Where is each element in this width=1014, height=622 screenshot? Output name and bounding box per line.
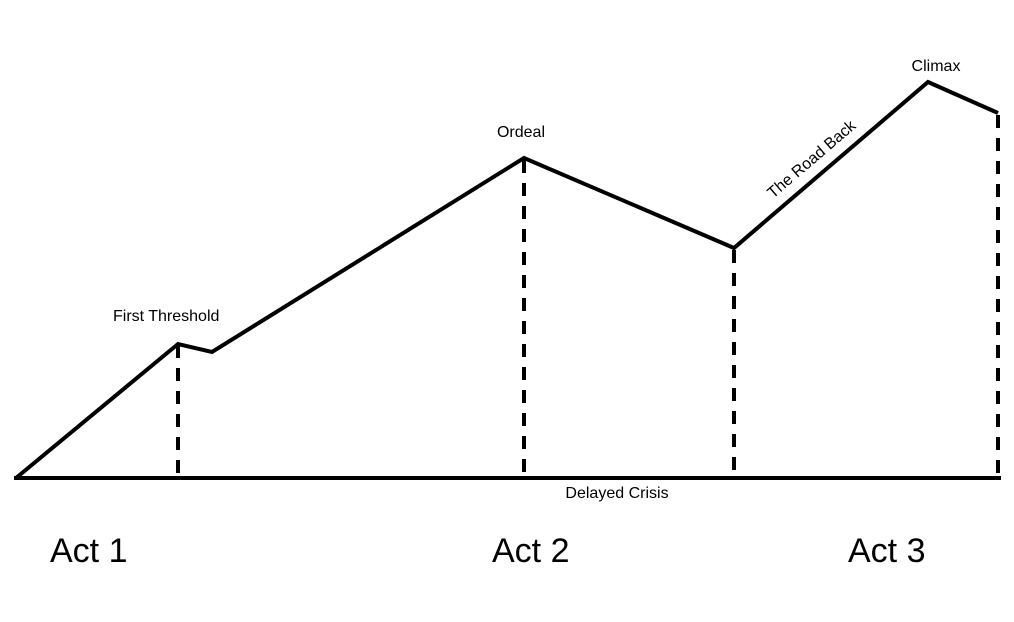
act-2-label: Act 2 <box>492 532 569 570</box>
first-threshold-label: First Threshold <box>113 308 219 325</box>
climax-label: Climax <box>912 58 961 75</box>
tension-curve <box>14 79 999 480</box>
delayed-crisis-label: Delayed Crisis <box>565 485 668 502</box>
act-1-label: Act 1 <box>50 532 127 570</box>
road-back-label: The Road Back <box>765 117 861 202</box>
act-3-label: Act 3 <box>848 532 925 570</box>
ordeal-label: Ordeal <box>497 124 545 141</box>
